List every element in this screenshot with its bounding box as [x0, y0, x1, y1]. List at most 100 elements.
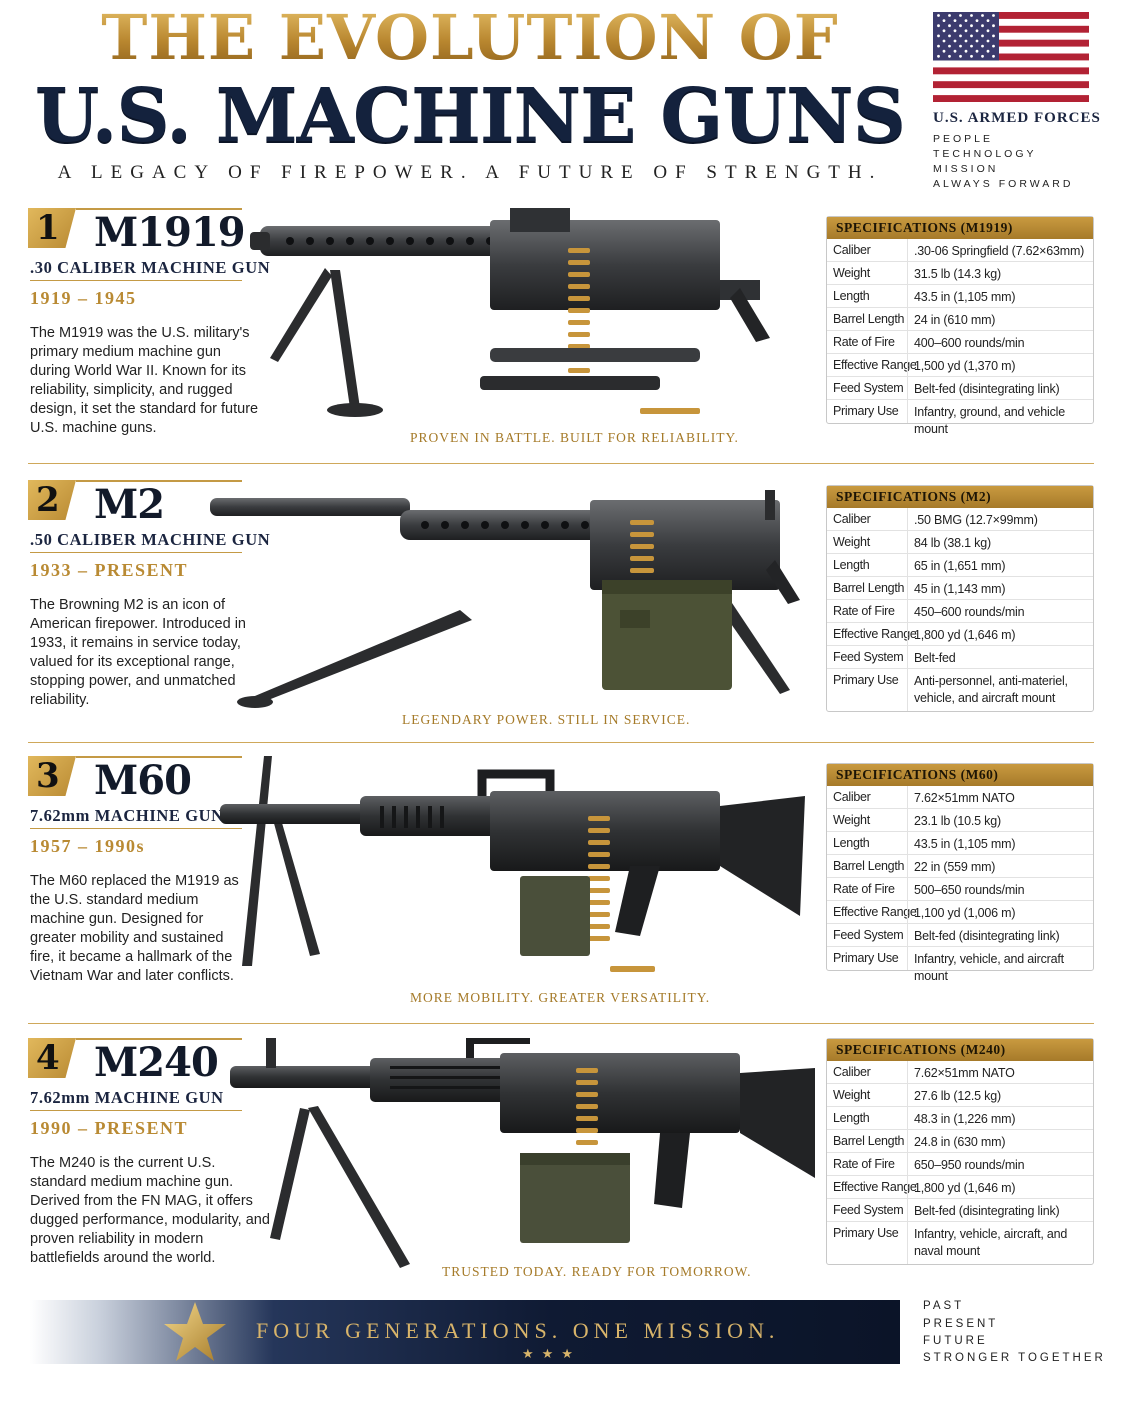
flag-star-icon [981, 34, 984, 38]
flag-star-icon [942, 49, 946, 53]
flag-star-icon [942, 29, 946, 33]
flag-star-icon [992, 44, 995, 48]
flag-star-icon [959, 14, 962, 17]
m1919-gun-illustration [250, 208, 770, 417]
slogan: LEGENDARY POWER. STILL IN SERVICE. [402, 712, 691, 727]
spec-table-title: SPECIFICATIONS (M60) [827, 764, 1093, 786]
service-years: 1933 – PRESENT [30, 560, 189, 580]
section-m240: 4 M240 7.62mm MACHINE GUN 1990 – PRESENT… [0, 1038, 1122, 1288]
flag-star-icon [970, 34, 973, 38]
tagline: A LEGACY OF FIREPOWER. A FUTURE OF STREN… [57, 162, 883, 183]
section-divider [28, 463, 1094, 464]
description: The M60 replaced the M1919 as the U.S. s… [30, 873, 239, 984]
flag-star-icon [937, 54, 940, 58]
flag-star-icon [992, 24, 995, 28]
spec-table-m1919: SPECIFICATIONS (M1919) Caliber.30-06 Spr… [826, 216, 1094, 436]
flag-star-icon [970, 54, 973, 58]
section-number-badge: 3 [28, 756, 76, 796]
title-line-2: U.S. MACHINE GUNS [34, 73, 906, 159]
flag-star-icon [964, 49, 968, 53]
flag-star-icon [975, 39, 979, 43]
flag-star-icon [986, 19, 990, 22]
flag-star-icon [937, 14, 940, 17]
us-flag-icon [933, 12, 1089, 102]
flag-star-icon [981, 14, 984, 17]
sidebar-line-technology: TECHNOLOGY [933, 148, 1037, 160]
gun-type: 7.62mm MACHINE GUN [30, 1088, 224, 1107]
section-number-badge: 2 [28, 480, 76, 520]
flag-star-icon [942, 39, 946, 43]
flag-star-icon [975, 29, 979, 33]
flag-star-icon [953, 49, 957, 53]
section-divider [28, 1023, 1094, 1024]
flag-star-icon [970, 44, 973, 48]
flag-star-icon [986, 29, 990, 33]
banner-stars: ★★★ [522, 1346, 581, 1361]
description: The M1919 was the U.S. military's primar… [30, 325, 259, 436]
flag-star-icon [948, 54, 951, 58]
model-name: M240 [94, 1039, 219, 1086]
flag-star-icon [937, 24, 940, 28]
flag-star-icon [992, 54, 995, 58]
armed-forces-title: U.S. ARMED FORCES [933, 110, 1101, 126]
footer-line-stronger-together: STRONGER TOGETHER [923, 1352, 1106, 1364]
flag-star-icon [981, 54, 984, 58]
m240-gun-illustration [230, 1038, 815, 1268]
model-name: M60 [94, 757, 192, 804]
flag-star-icon [992, 34, 995, 38]
flag-star-icon [948, 24, 951, 28]
flag-star-icon [948, 44, 951, 48]
section-m2: 2 M2 .50 CALIBER MACHINE GUN 1933 – PRES… [0, 480, 1122, 735]
flag-star-icon [964, 39, 968, 43]
title-line-1: THE EVOLUTION OF [30, 2, 910, 74]
spec-row: Caliber.50 BMG (12.7×99mm) [827, 508, 1093, 531]
flag-star-icon [942, 19, 946, 22]
slogan: TRUSTED TODAY. READY FOR TOMORROW. [442, 1264, 752, 1279]
service-years: 1957 – 1990s [30, 836, 146, 856]
flag-star-icon [959, 34, 962, 38]
footer-line-future: FUTURE [923, 1335, 988, 1347]
section-number-badge: 4 [28, 1038, 76, 1078]
service-years: 1919 – 1945 [30, 288, 137, 308]
spec-table-title: SPECIFICATIONS (M2) [827, 486, 1093, 508]
gun-type: 7.62mm MACHINE GUN [30, 806, 224, 825]
service-years: 1990 – PRESENT [30, 1118, 189, 1138]
flag-star-icon [981, 44, 984, 48]
flag-star-icon [986, 49, 990, 53]
sidebar-line-always-forward: ALWAYS FORWARD [933, 178, 1074, 190]
flag-star-icon [981, 24, 984, 28]
spec-table-title: SPECIFICATIONS (M240) [827, 1039, 1093, 1061]
flag-star-icon [992, 14, 995, 17]
section-divider [28, 742, 1094, 743]
flag-star-icon [964, 19, 968, 22]
slogan: PROVEN IN BATTLE. BUILT FOR RELIABILITY. [410, 430, 739, 445]
flag-star-icon [959, 24, 962, 28]
footer-line-past: PAST [923, 1300, 965, 1312]
flag-star-icon [964, 29, 968, 33]
